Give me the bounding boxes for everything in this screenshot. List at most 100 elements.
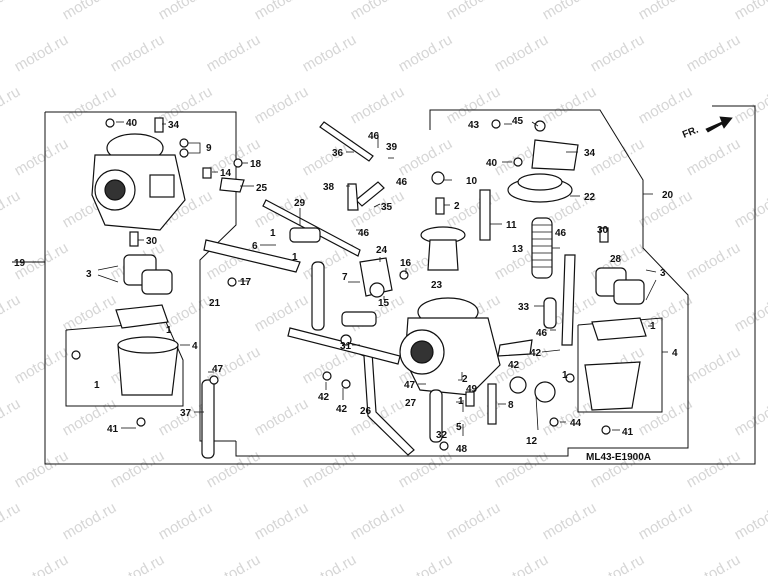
callout-47: 47 <box>212 364 224 375</box>
callout-42: 42 <box>530 348 542 359</box>
watermark-text: motod.ru <box>732 187 768 231</box>
callout-42: 42 <box>508 360 520 371</box>
callout-29: 29 <box>294 198 306 209</box>
watermark-text: motod.ru <box>300 31 360 75</box>
callout-17: 17 <box>240 277 252 288</box>
watermark-text: motod.ru <box>396 135 456 179</box>
watermark-text: motod.ru <box>492 31 552 75</box>
watermark-text: motod.ru <box>60 291 120 335</box>
watermark-text: motod.ru <box>540 0 600 23</box>
spring-13 <box>531 217 553 279</box>
watermark-text: motod.ru <box>684 447 744 491</box>
right-carburetor-assembly <box>399 297 501 396</box>
watermark-text: motod.ru <box>252 0 312 23</box>
callout-43: 43 <box>468 120 480 131</box>
callout-8: 8 <box>508 400 514 411</box>
callout-18: 18 <box>250 159 262 170</box>
watermark-text: motod.ru <box>156 499 216 543</box>
watermark-text: motod.ru <box>348 0 408 23</box>
callout-46: 46 <box>536 328 548 339</box>
watermark-text: motod.ru <box>396 31 456 75</box>
callout-46: 46 <box>358 228 370 239</box>
callout-38: 38 <box>323 182 335 193</box>
watermark-text: motod.ru <box>60 499 120 543</box>
left-carburetor-assembly <box>91 133 186 231</box>
callout-4: 4 <box>672 348 678 359</box>
callout-34: 34 <box>584 148 596 159</box>
callout-10: 10 <box>466 176 478 187</box>
watermark-text: motod.ru <box>492 447 552 491</box>
watermark-text: motod.ru <box>204 551 264 576</box>
callout-2: 2 <box>454 201 460 212</box>
watermark-text: motod.ru <box>732 395 768 439</box>
watermark-text: motod.ru <box>252 291 312 335</box>
watermark-text: motod.ru <box>588 31 648 75</box>
float-chamber-right <box>584 317 647 411</box>
callout-32: 32 <box>436 430 448 441</box>
callout-14: 14 <box>220 168 232 179</box>
watermark-text: motod.ru <box>348 83 408 127</box>
watermark-text: motod.ru <box>492 551 552 576</box>
callout-24: 24 <box>376 245 388 256</box>
callout-1: 1 <box>94 380 100 391</box>
callout-1: 1 <box>650 321 656 332</box>
callout-37: 37 <box>180 408 192 419</box>
watermark-text: motod.ru <box>348 499 408 543</box>
watermark-text: motod.ru <box>396 447 456 491</box>
callout-44: 44 <box>570 418 582 429</box>
watermark-text: motod.ru <box>300 551 360 576</box>
watermark-text: motod.ru <box>636 0 696 23</box>
watermark-text: motod.ru <box>252 395 312 439</box>
watermark-text: motod.ru <box>0 499 23 543</box>
callout-26: 26 <box>360 406 372 417</box>
callout-40: 40 <box>126 118 138 129</box>
watermark-text: motod.ru <box>732 0 768 23</box>
callout-21: 21 <box>209 298 221 309</box>
callout-2: 2 <box>462 374 468 385</box>
watermark-text: motod.ru <box>108 31 168 75</box>
watermark-text: motod.ru <box>732 291 768 335</box>
callout-5: 5 <box>456 422 462 433</box>
watermark-text: motod.ru <box>444 0 504 23</box>
watermark-text: motod.ru <box>12 343 72 387</box>
watermark-text: motod.ru <box>108 447 168 491</box>
watermark-text: motod.ru <box>396 551 456 576</box>
callout-12: 12 <box>526 436 538 447</box>
callout-36: 36 <box>332 148 344 159</box>
watermark-text: motod.ru <box>684 31 744 75</box>
watermark-text: motod.ru <box>60 0 120 23</box>
callout-7: 7 <box>342 272 348 283</box>
callout-39: 39 <box>386 142 398 153</box>
watermark-text: motod.ru <box>252 83 312 127</box>
callout-34: 34 <box>168 120 180 131</box>
watermark-text: motod.ru <box>444 187 504 231</box>
float-right <box>595 267 645 305</box>
float-chamber-left <box>115 304 179 396</box>
watermark-text: motod.ru <box>0 395 23 439</box>
callout-47: 47 <box>404 380 416 391</box>
callout-41: 41 <box>107 424 119 435</box>
callout-9: 9 <box>206 143 212 154</box>
callout-41: 41 <box>622 427 634 438</box>
watermark-text: motod.ru <box>12 31 72 75</box>
watermark-text: motod.ru <box>684 343 744 387</box>
front-label: FR. <box>681 124 700 140</box>
watermark-text: motod.ru <box>108 551 168 576</box>
callout-35: 35 <box>381 202 393 213</box>
watermark-text: motod.ru <box>636 83 696 127</box>
watermark-text: motod.ru <box>300 447 360 491</box>
callout-3: 3 <box>86 269 92 280</box>
watermark-text: motod.ru <box>156 83 216 127</box>
watermark-text: motod.ru <box>540 499 600 543</box>
watermark-text: motod.ru <box>444 499 504 543</box>
watermark-text: motod.ru <box>588 551 648 576</box>
callout-46: 46 <box>555 228 567 239</box>
callout-40: 40 <box>486 158 498 169</box>
front-arrow-icon <box>705 116 733 133</box>
callout-19: 19 <box>14 258 26 269</box>
watermark-text: motod.ru <box>12 447 72 491</box>
callout-33: 33 <box>518 302 530 313</box>
callout-1: 1 <box>562 370 568 381</box>
callout-48: 48 <box>456 444 468 455</box>
